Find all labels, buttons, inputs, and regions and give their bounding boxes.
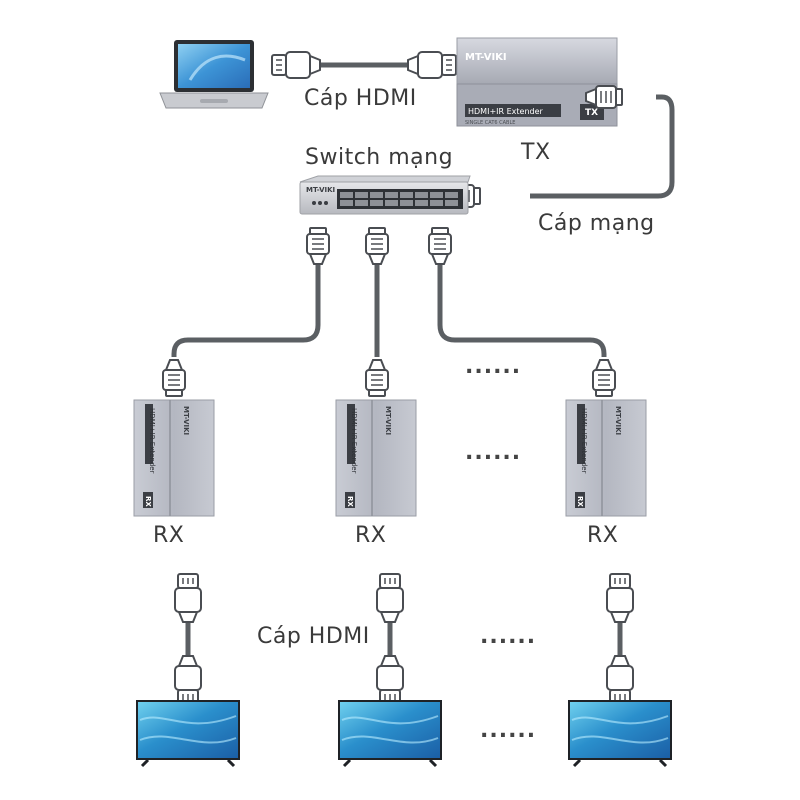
- label-tx: TX: [521, 140, 551, 165]
- rx-2-brand: MT-VIKI: [384, 406, 392, 435]
- laptop-icon: [159, 40, 269, 109]
- rx-device-1: [133, 399, 215, 517]
- label-hdmi-cable-bottom: Cáp HDMI: [257, 624, 370, 649]
- tx-brand: MT-VIKI: [465, 52, 507, 63]
- rx-device-3: [565, 399, 647, 517]
- label-hdmi-cable-top: Cáp HDMI: [304, 86, 417, 111]
- network-cable-rx-3: [428, 227, 615, 396]
- tv-icon-3: [568, 700, 672, 768]
- ellipsis-rx: ......: [465, 440, 522, 465]
- rx-2-product: HDMI+IR Extender: [350, 408, 358, 474]
- rx-3-brand: MT-VIKI: [614, 406, 622, 435]
- tv-icon-1: [136, 700, 240, 768]
- rx-3-product: HDMI+IR Extender: [580, 408, 588, 474]
- network-cable-rx-2: [365, 227, 389, 396]
- hdmi-cable-3: [606, 573, 634, 705]
- ellipsis-hdmi: ......: [480, 624, 537, 649]
- tx-sub-label: SINGLE CAT6 CABLE: [465, 120, 515, 126]
- network-cable-tx: [443, 85, 675, 208]
- label-rx-1: RX: [153, 523, 185, 548]
- rx-3-badge: RX: [576, 496, 584, 507]
- hdmi-cable-2: [376, 573, 404, 705]
- label-rx-3: RX: [587, 523, 619, 548]
- network-cable-rx-1: [163, 227, 330, 396]
- network-switch-device: MT-VIKI: [299, 175, 471, 215]
- label-rx-2: RX: [355, 523, 387, 548]
- tx-product-label: HDMI+IR Extender: [468, 107, 544, 116]
- ellipsis-cables: ......: [465, 354, 522, 379]
- label-network-cable: Cáp mạng: [538, 211, 655, 236]
- label-switch: Switch mạng: [305, 145, 454, 170]
- switch-brand: MT-VIKI: [306, 186, 335, 194]
- rx-2-badge: RX: [346, 496, 354, 507]
- tx-device: MT-VIKI HDMI+IR Extender SINGLE CAT6 CAB…: [456, 37, 618, 127]
- rx-1-product: HDMI+IR Extender: [148, 408, 156, 474]
- rx-1-badge: RX: [144, 496, 152, 507]
- tx-badge: TX: [585, 108, 598, 118]
- hdmi-cable-top: [271, 51, 457, 79]
- rx-1-brand: MT-VIKI: [182, 406, 190, 435]
- hdmi-cable-1: [174, 573, 202, 705]
- rx-device-2: [335, 399, 417, 517]
- tv-icon-2: [338, 700, 442, 768]
- ellipsis-tv: ......: [480, 718, 537, 743]
